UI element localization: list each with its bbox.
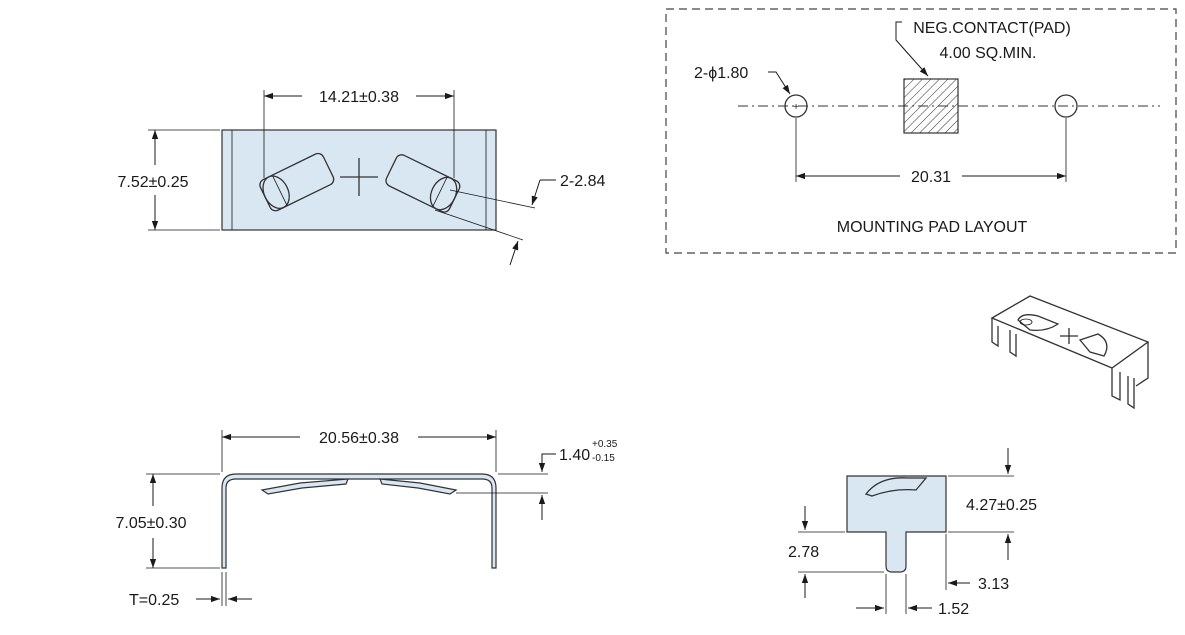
right-contact-tab [385,154,461,213]
neg-contact-label-line2: 4.00 SQ.MIN. [940,45,1037,62]
left-contact-tab [259,152,335,212]
top-height-dim: 7.52±0.25 [117,174,188,191]
isometric-view [990,295,1150,410]
top-angle-dim: 2-2.84 [560,173,605,190]
thickness-dim: T=0.25 [129,592,179,609]
end-view-body [846,475,947,573]
right-mount-hole [1054,94,1078,118]
end-leg-dim: 2.78 [788,544,819,561]
top-view: 14.21±0.38 7.52±0.25 2-2.84 [117,89,605,266]
side-width-dim: 20.56±0.38 [319,430,399,447]
pad-layout-title: MOUNTING PAD LAYOUT [837,219,1028,236]
spring-dim-base: 1.40 [559,447,590,464]
end-view: 4.27±0.25 2.78 3.13 1.52 [788,448,1037,618]
svg-text:+: + [793,102,799,113]
end-height-dim: 4.27±0.25 [966,497,1037,514]
pad-layout-frame [665,8,1177,254]
plus-sign [340,158,378,196]
side-view-body [221,473,497,569]
top-width-dim: 14.21±0.38 [319,89,399,106]
spring-dim-plus: +0.35 [592,439,618,450]
mounting-pad-layout: + NEG.CONTACT(PAD) 4.00 SQ.MIN. 2-ϕ1.80 … [665,8,1177,254]
neg-contact-pad [903,78,959,134]
hole-dim: 2-ϕ1.80 [694,65,748,82]
end-leg-width-dim: 1.52 [938,601,969,618]
neg-contact-label-line1: NEG.CONTACT(PAD) [913,20,1071,37]
side-height-dim: 7.05±0.30 [115,515,186,532]
side-view: 20.56±0.38 7.05±0.30 1.40 +0.35 -0.15 T=… [115,430,618,609]
spring-dim-minus: -0.15 [592,453,615,464]
end-offset-dim: 3.13 [978,576,1009,593]
left-mount-hole [784,94,808,118]
spacing-dim: 20.31 [911,169,951,186]
